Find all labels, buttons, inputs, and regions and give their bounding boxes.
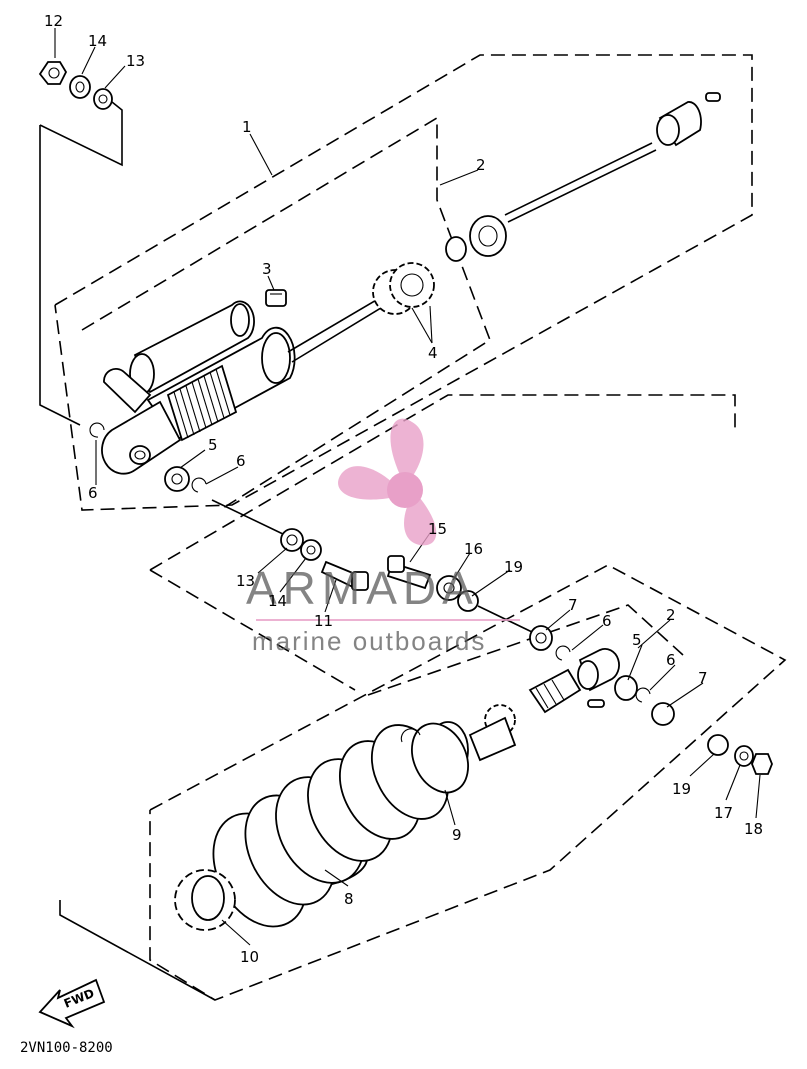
callout-19-mid: 19 <box>504 558 523 576</box>
callout-5-upper: 5 <box>208 436 218 454</box>
lower-clevis-hardware <box>529 625 773 775</box>
assembly-boundaries <box>39 54 787 1001</box>
diagram-code: 2VN100-8200 <box>20 1040 113 1056</box>
spring-ring-nut <box>174 869 236 931</box>
callout-8: 8 <box>344 890 354 908</box>
callout-10: 10 <box>240 948 259 966</box>
fwd-arrow: FWD <box>38 978 106 1029</box>
callout-15: 15 <box>428 520 447 538</box>
armada-watermark: ARMADA marine outboards <box>246 418 520 656</box>
callout-7-right: 7 <box>698 669 708 687</box>
callout-11: 11 <box>314 612 333 630</box>
callout-13-mid: 13 <box>236 572 255 590</box>
callout-1: 1 <box>242 118 252 136</box>
callout-16: 16 <box>464 540 483 558</box>
callout-numbers: 12 14 13 1 2 3 4 5 6 6 13 14 11 15 16 19… <box>44 12 763 966</box>
lower-eye-bushings <box>89 422 207 493</box>
bleed-bolt <box>265 289 287 307</box>
callout-14-top: 14 <box>88 32 107 50</box>
callout-6-lower: 6 <box>666 651 676 669</box>
callout-6-left: 6 <box>88 484 98 502</box>
callout-18: 18 <box>744 820 763 838</box>
callout-17: 17 <box>714 804 733 822</box>
callout-7-left: 7 <box>568 596 578 614</box>
callout-9: 9 <box>452 826 462 844</box>
callout-19-bottom: 19 <box>672 780 691 798</box>
damper-ribs <box>166 364 238 442</box>
upper-bumper-assembly <box>445 92 721 262</box>
coil-spring <box>199 724 450 931</box>
callout-3: 3 <box>262 260 272 278</box>
callout-leaders <box>54 28 761 946</box>
callout-12: 12 <box>44 12 63 30</box>
link-hardware <box>211 499 533 633</box>
callout-4: 4 <box>428 344 438 362</box>
watermark-subtitle: marine outboards <box>252 626 486 656</box>
callout-6-clevis: 6 <box>602 612 612 630</box>
ring-nut-pair <box>372 262 435 315</box>
callout-2-upper: 2 <box>476 156 486 174</box>
callout-5-lower: 5 <box>632 631 642 649</box>
top-fasteners <box>38 61 113 110</box>
watermark-title: ARMADA <box>246 562 479 614</box>
shock-absorber-assembly <box>101 291 395 475</box>
spring-guide <box>400 722 469 794</box>
propeller-logo <box>338 418 437 546</box>
callout-13-top: 13 <box>126 52 145 70</box>
callout-14-mid: 14 <box>268 592 287 610</box>
callout-2-lower: 2 <box>666 606 676 624</box>
callout-6-right: 6 <box>236 452 246 470</box>
